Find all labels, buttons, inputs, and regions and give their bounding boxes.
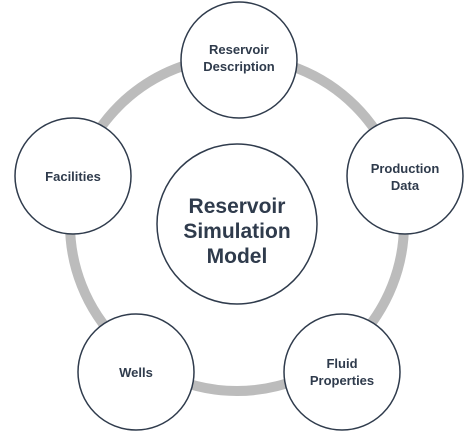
node-label-line-2: Properties: [310, 373, 374, 388]
node-label-line-1: Reservoir: [209, 42, 269, 57]
center-label-line-2: Simulation: [183, 220, 290, 243]
node-facilities: Facilities: [14, 117, 132, 235]
node-circle: [180, 1, 298, 119]
node-fluid-properties: Fluid Properties: [283, 313, 401, 431]
node-circle: [14, 117, 132, 235]
node-label-line-1: Facilities: [45, 169, 101, 184]
node-label-line-2: Description: [203, 59, 275, 74]
center-label-line-3: Model: [207, 245, 268, 268]
node-circle: [346, 117, 464, 235]
node-circle: [283, 313, 401, 431]
node-reservoir-description: Reservoir Description: [180, 1, 298, 119]
center-label-line-1: Reservoir: [189, 195, 286, 218]
node-wells: Wells: [77, 313, 195, 431]
center-node: Reservoir Simulation Model: [156, 143, 318, 305]
node-label-line-1: Production: [371, 161, 440, 176]
center-circle: [156, 143, 318, 305]
node-label-line-1: Wells: [119, 365, 153, 380]
node-label-line-2: Data: [391, 178, 420, 193]
node-circle: [77, 313, 195, 431]
node-label-line-1: Fluid: [326, 356, 357, 371]
node-production-data: Production Data: [346, 117, 464, 235]
